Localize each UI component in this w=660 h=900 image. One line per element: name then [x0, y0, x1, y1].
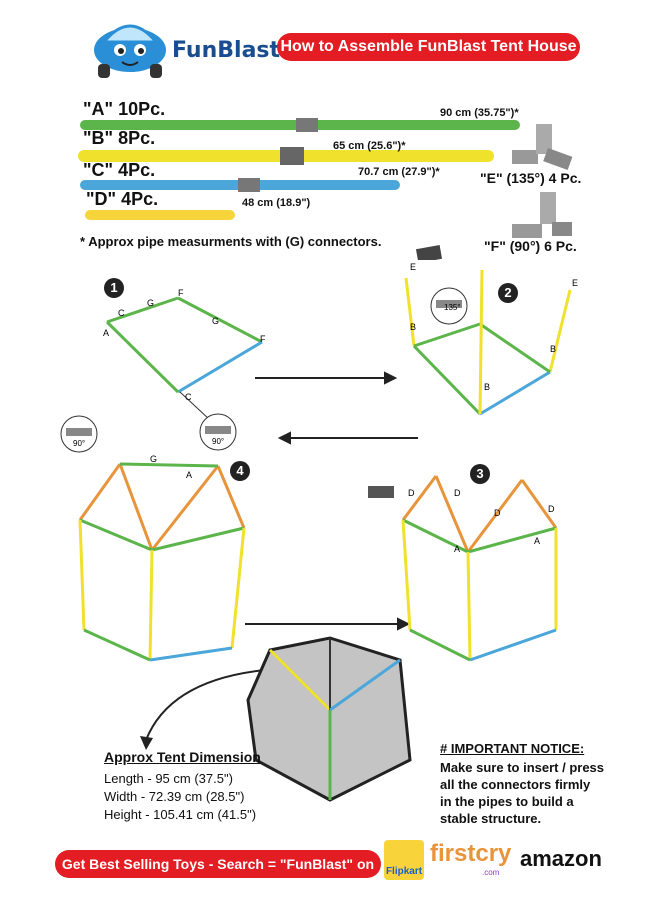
- angle-90-label: 90°: [73, 439, 85, 448]
- step-2-frame: [404, 269, 572, 416]
- connector-g-icon: [368, 486, 394, 498]
- notice-line: in the pipes to build a: [440, 794, 574, 809]
- letter-c: C: [185, 392, 192, 402]
- dimension-height: Height - 105.41 cm (41.5"): [104, 807, 257, 822]
- step-4-frame: [78, 462, 246, 662]
- connector-f-label: "F" (90°) 6 Pc.: [484, 238, 577, 254]
- letter-a: A: [103, 328, 109, 338]
- letter-e: E: [572, 278, 578, 288]
- angle-90-label: 90°: [212, 437, 224, 446]
- letter-b: B: [550, 344, 556, 354]
- arrow-curve-icon: [145, 669, 266, 741]
- arrow-right-icon: [255, 371, 398, 385]
- letter-d: D: [548, 504, 555, 514]
- letter-a: A: [454, 544, 460, 554]
- notice-title: # IMPORTANT NOTICE:: [440, 741, 585, 756]
- connector-g: [280, 147, 304, 165]
- piece-d-label: "D" 4Pc.: [86, 189, 159, 209]
- notice-line: all the connectors firmly: [440, 777, 591, 792]
- arrow-left-icon: [277, 431, 418, 445]
- pipe-legend: [78, 118, 573, 260]
- arrow-right-icon: [245, 617, 411, 631]
- firstcry-logo[interactable]: firstcry: [430, 840, 512, 867]
- pipe-d: [85, 210, 235, 220]
- connector-g-loose: [415, 245, 443, 260]
- connector-e-label: "E" (135°) 4 Pc.: [480, 170, 582, 186]
- assembly-diagram: F G C A G F C B B B E E D D D D A A A G …: [60, 262, 578, 802]
- letter-f: F: [260, 334, 266, 344]
- piece-d-measure: 48 cm (18.9"): [242, 197, 311, 209]
- dimension-width: Width - 72.39 cm (28.5"): [104, 789, 245, 804]
- connector-e-icon: [512, 124, 573, 171]
- angle-135-icon: [430, 287, 468, 325]
- flipkart-label: Flipkart: [385, 866, 423, 877]
- step-1-badge: 1: [104, 278, 124, 298]
- angle-135-label: 135°: [444, 303, 461, 312]
- angle-90-icon: [60, 415, 98, 453]
- angle-90-icon: [199, 413, 237, 451]
- piece-a-measure: 90 cm (35.75")*: [440, 107, 519, 119]
- step-4-badge: 4: [230, 461, 250, 481]
- footer-banner: Get Best Selling Toys - Search = "FunBla…: [55, 850, 381, 878]
- piece-c-label: "C" 4Pc.: [83, 160, 156, 180]
- brand-name: FunBlast: [172, 38, 281, 63]
- connector-g: [238, 178, 260, 192]
- letter-f: F: [178, 288, 184, 298]
- piece-b-label: "B" 8Pc.: [83, 128, 156, 148]
- important-notice: # IMPORTANT NOTICE: Make sure to insert …: [440, 740, 604, 827]
- amazon-logo[interactable]: amazon: [520, 846, 602, 871]
- letter-c: C: [118, 308, 125, 318]
- step-1-frame: [105, 296, 263, 394]
- letter-d: D: [454, 488, 461, 498]
- dimension-title: Approx Tent Dimension: [104, 749, 261, 765]
- flipkart-logo[interactable]: Flipkart: [384, 840, 424, 880]
- page-title: How to Assemble FunBlast Tent House: [277, 33, 580, 61]
- letter-g: G: [212, 316, 219, 326]
- letter-g: G: [150, 454, 157, 464]
- step-2-badge: 2: [498, 283, 518, 303]
- tent-illustration: [246, 636, 412, 802]
- funblast-car-logo: [94, 24, 166, 78]
- letter-e: E: [410, 262, 416, 272]
- letter-a: A: [534, 536, 540, 546]
- measurement-note: * Approx pipe measurments with (G) conne…: [80, 234, 382, 249]
- dimension-length: Length - 95 cm (37.5"): [104, 771, 233, 786]
- connector-f-icon: [512, 192, 572, 238]
- tent-dimension: Approx Tent Dimension Length - 95 cm (37…: [104, 748, 261, 824]
- firstcry-sub: .com: [482, 868, 500, 877]
- piece-a-label: "A" 10Pc.: [83, 99, 166, 119]
- piece-b-measure: 65 cm (25.6")*: [333, 140, 406, 152]
- letter-d: D: [408, 488, 415, 498]
- piece-c-measure: 70.7 cm (27.9")*: [358, 166, 440, 178]
- notice-line: stable structure.: [440, 811, 542, 826]
- connector-g: [296, 118, 318, 132]
- letter-a: A: [186, 470, 192, 480]
- notice-line: Make sure to insert / press: [440, 760, 605, 775]
- letter-g: G: [147, 298, 154, 308]
- letter-d: D: [494, 508, 501, 518]
- letter-b: B: [410, 322, 416, 332]
- step-3-badge: 3: [470, 464, 490, 484]
- letter-b: B: [484, 382, 490, 392]
- step-3-frame: [401, 475, 558, 662]
